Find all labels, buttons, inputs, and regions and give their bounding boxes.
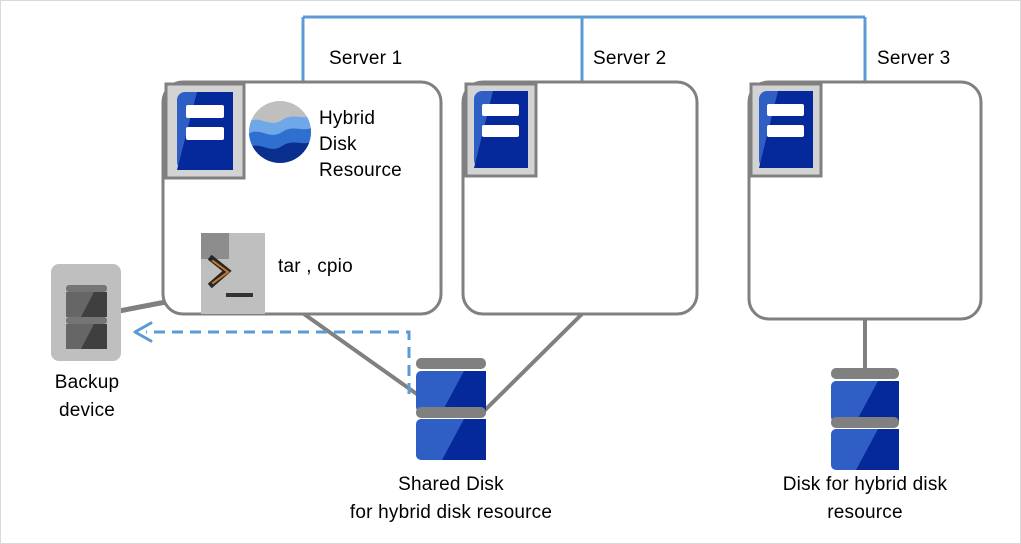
server-icon bbox=[464, 82, 538, 178]
tape-device-icon bbox=[51, 264, 121, 361]
server-3-label: Server 3 bbox=[877, 48, 951, 69]
hybrid-disk-resource-label: Hybrid Disk Resource bbox=[319, 108, 402, 181]
server-1-label: Server 1 bbox=[329, 48, 403, 69]
disk-icon bbox=[416, 358, 486, 460]
disk-icon bbox=[831, 368, 899, 470]
hybrid-disk-label: Disk for hybrid disk resource bbox=[782, 474, 948, 523]
server-icon bbox=[164, 82, 246, 180]
server-icon bbox=[749, 82, 823, 178]
script-icon bbox=[201, 233, 265, 314]
backup-command-label: tar , cpio bbox=[278, 256, 353, 277]
shared-disk-label: Shared Disk for hybrid disk resource bbox=[349, 474, 553, 523]
interconnect-bus bbox=[301, 15, 867, 82]
backup-flow-arrow bbox=[133, 321, 411, 394]
server-2-label: Server 2 bbox=[593, 48, 667, 69]
backup-device-label: Backup device bbox=[54, 372, 120, 421]
